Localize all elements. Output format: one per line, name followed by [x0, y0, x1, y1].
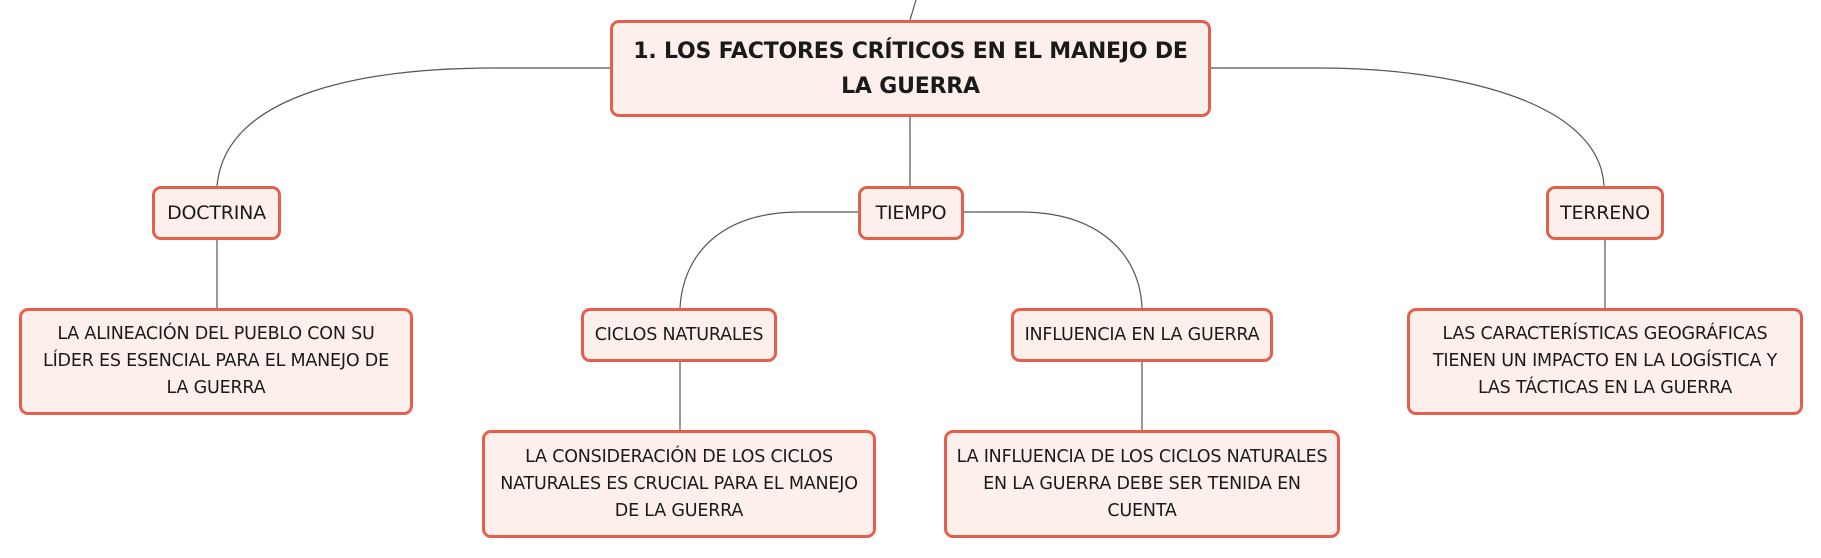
detail-node-ciclos-naturales[interactable]: LA CONSIDERACIÓN DE LOS CICLOS NATURALES…	[482, 430, 876, 538]
branch-node-terreno[interactable]: TERRENO	[1546, 186, 1664, 240]
connector-tiempo-to-ciclos	[679, 211, 858, 309]
detail-node-influencia-en-la-guerra[interactable]: LA INFLUENCIA DE LOS CICLOS NATURALES EN…	[944, 430, 1340, 538]
central-topic-node[interactable]: 1. LOS FACTORES CRÍTICOS EN EL MANEJO DE…	[610, 20, 1211, 117]
branch-node-doctrina[interactable]: DOCTRINA	[152, 186, 281, 240]
connector-tiempo-to-influencia	[963, 211, 1143, 309]
connector-central-to-doctrina	[216, 67, 610, 187]
branch-node-tiempo[interactable]: TIEMPO	[858, 186, 964, 240]
connector-central-to-terreno	[1210, 67, 1605, 187]
connector-parent-to-central	[909, 0, 917, 21]
subtopic-node-influencia-en-la-guerra[interactable]: INFLUENCIA EN LA GUERRA	[1011, 308, 1273, 362]
detail-node-doctrina[interactable]: LA ALINEACIÓN DEL PUEBLO CON SU LÍDER ES…	[19, 308, 413, 415]
subtopic-node-ciclos-naturales[interactable]: CICLOS NATURALES	[581, 308, 777, 362]
detail-node-terreno[interactable]: LAS CARACTERÍSTICAS GEOGRÁFICAS TIENEN U…	[1407, 308, 1803, 415]
